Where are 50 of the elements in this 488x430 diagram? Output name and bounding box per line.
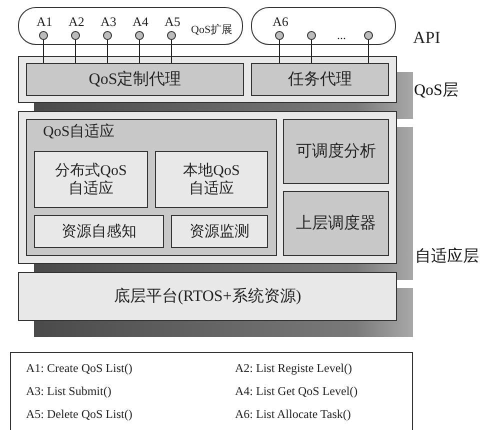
- module-box: [283, 119, 389, 184]
- note-text: A3: List Submit(): [26, 384, 112, 398]
- box-label: 底层平台(RTOS+系统资源): [114, 286, 302, 306]
- module-box: [34, 151, 148, 208]
- box-label: 资源自感知: [62, 222, 136, 240]
- box-label: 本地QoS自适应: [182, 162, 241, 198]
- module-box: [26, 119, 277, 256]
- note-text: A1: Create QoS List(): [26, 361, 132, 376]
- port-circle: [364, 31, 373, 40]
- module-box: [171, 215, 268, 248]
- api-group: [18, 7, 243, 45]
- box-label: 资源监测: [190, 222, 250, 240]
- port-label: A1: [36, 14, 54, 30]
- note-text: A4: List Get QoS Level(): [235, 384, 358, 398]
- connector-line: [139, 40, 140, 64]
- note-text: A6: List Allocate Task(): [235, 407, 351, 422]
- connector-line: [171, 40, 172, 64]
- connector-line: [311, 40, 312, 64]
- note-text: A5: Delete QoS List(): [26, 407, 132, 422]
- port-circle: [307, 31, 316, 40]
- connector-line: [368, 40, 369, 64]
- port-label: A6: [272, 14, 290, 30]
- connector-line: [107, 40, 108, 64]
- box-label: 可调度分析: [296, 142, 376, 162]
- layer-label: 自适应层: [415, 247, 479, 266]
- agent-box: [251, 63, 389, 96]
- box-label: 分布式QoS自适应: [54, 162, 128, 198]
- group-label: QoS扩展: [191, 24, 233, 38]
- layer-label: QoS层: [414, 81, 458, 100]
- port-label: A2: [68, 14, 86, 30]
- module-title: QoS自适应: [43, 123, 115, 141]
- agent-box: [26, 63, 244, 96]
- side-label: API: [413, 28, 440, 48]
- module-box: [283, 191, 389, 256]
- note-box: [10, 352, 413, 430]
- box-label: QoS定制代理: [88, 70, 182, 90]
- port-label: A5: [164, 14, 182, 30]
- port-label: A3: [100, 14, 118, 30]
- module-box: [155, 151, 268, 208]
- port-label: A4: [132, 14, 150, 30]
- connector-line: [43, 40, 44, 64]
- box-label: 上层调度器: [296, 214, 376, 234]
- connector-line: [75, 40, 76, 64]
- api-group: [251, 7, 396, 45]
- group-label: ...: [337, 28, 346, 42]
- platform-band: [18, 272, 397, 321]
- connector-line: [279, 40, 280, 64]
- note-text: A2: List Registe Level(): [235, 361, 352, 376]
- module-box: [34, 215, 164, 248]
- box-label: 任务代理: [288, 70, 352, 90]
